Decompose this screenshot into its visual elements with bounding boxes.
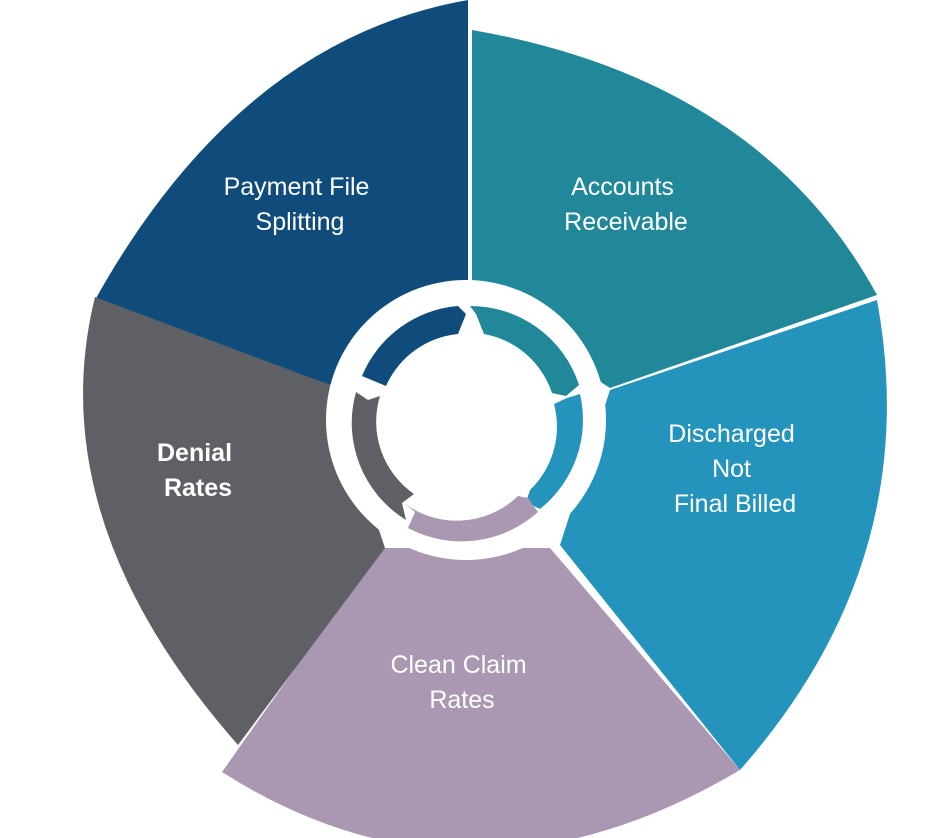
label-line: Splitting xyxy=(256,208,345,236)
label-payment-file-splitting: Payment File Splitting xyxy=(224,173,377,236)
label-line: Accounts xyxy=(571,173,674,201)
label-line: Final Billed xyxy=(674,490,796,518)
segment-denial-rates xyxy=(83,297,386,745)
segment-discharged-not-final-billed xyxy=(560,300,887,770)
label-line: Discharged xyxy=(668,420,794,448)
label-line: Receivable xyxy=(564,208,688,236)
label-discharged-not-final-billed: Discharged Not Final Billed xyxy=(668,420,801,518)
cycle-arrow-payment xyxy=(362,306,466,386)
segment-accounts-receivable xyxy=(472,30,877,388)
label-line: Clean Claim xyxy=(390,651,526,679)
label-accounts-receivable: Accounts Receivable xyxy=(564,173,688,236)
label-line: Denial xyxy=(157,439,232,467)
label-clean-claim-rates: Clean Claim Rates xyxy=(390,651,533,714)
label-line: Payment File xyxy=(224,173,370,201)
segment-labels: Payment File Splitting Accounts Receivab… xyxy=(157,173,801,714)
cycle-arrow-dnfb xyxy=(526,394,583,509)
label-line: Not xyxy=(712,455,751,483)
segments xyxy=(83,0,887,838)
segment-payment-file-splitting xyxy=(95,0,468,385)
center-hole xyxy=(380,334,552,506)
segment-clean-claim-rates xyxy=(222,548,740,838)
cycle-arrow-denial xyxy=(351,392,414,520)
label-denial-rates: Denial Rates xyxy=(157,439,239,502)
label-line: Rates xyxy=(429,686,494,714)
label-line: Rates xyxy=(164,474,232,502)
cycle-arrow-ar xyxy=(470,305,579,396)
cycle-arrows xyxy=(351,305,583,542)
cycle-arrow-clean xyxy=(404,496,538,542)
